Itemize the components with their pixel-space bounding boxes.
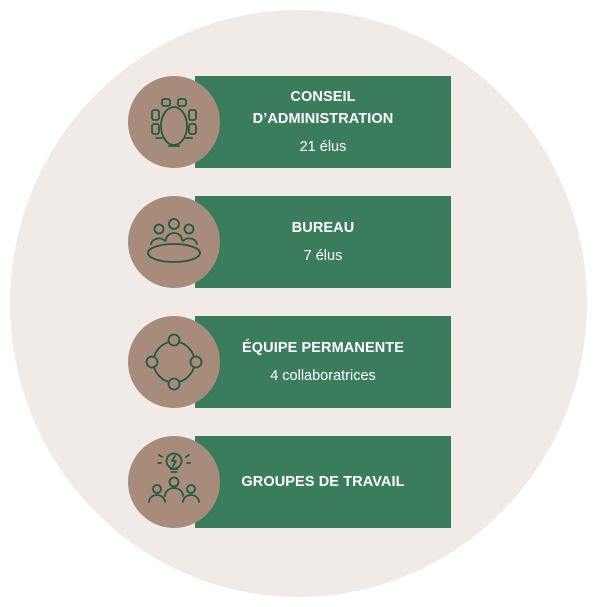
meeting-people-icon — [147, 218, 201, 263]
boardroom-table-icon — [151, 98, 197, 147]
governance-item-bureau: BUREAU 7 élus — [128, 196, 452, 288]
item-subtitle: 4 collaboratrices — [270, 368, 376, 384]
item-card: ÉQUIPE PERMANENTE 4 collaboratrices — [195, 316, 451, 408]
team-idea-bulb-icon — [148, 452, 200, 503]
item-title: ÉQUIPE PERMANENTE — [241, 340, 405, 356]
item-card: BUREAU 7 élus — [195, 196, 451, 288]
icon-badge — [128, 436, 220, 528]
icon-badge — [128, 76, 220, 168]
icon-badge — [128, 196, 220, 288]
item-title: GROUPES DE TRAVAIL — [241, 474, 405, 490]
icon-badge — [128, 316, 220, 408]
item-card: CONSEIL D’ADMINISTRATION 21 élus — [195, 76, 451, 168]
governance-item-groupes: GROUPES DE TRAVAIL — [128, 436, 452, 528]
item-title: BUREAU — [291, 220, 355, 236]
item-subtitle: 21 élus — [299, 139, 347, 155]
circular-network-icon — [145, 333, 203, 391]
governance-item-conseil: CONSEIL D’ADMINISTRATION 21 élus — [128, 76, 452, 168]
governance-item-equipe: ÉQUIPE PERMANENTE 4 collaboratrices — [128, 316, 452, 408]
item-title: CONSEIL D’ADMINISTRATION — [252, 89, 394, 127]
item-subtitle: 7 élus — [303, 248, 343, 264]
item-card: GROUPES DE TRAVAIL — [195, 436, 451, 528]
